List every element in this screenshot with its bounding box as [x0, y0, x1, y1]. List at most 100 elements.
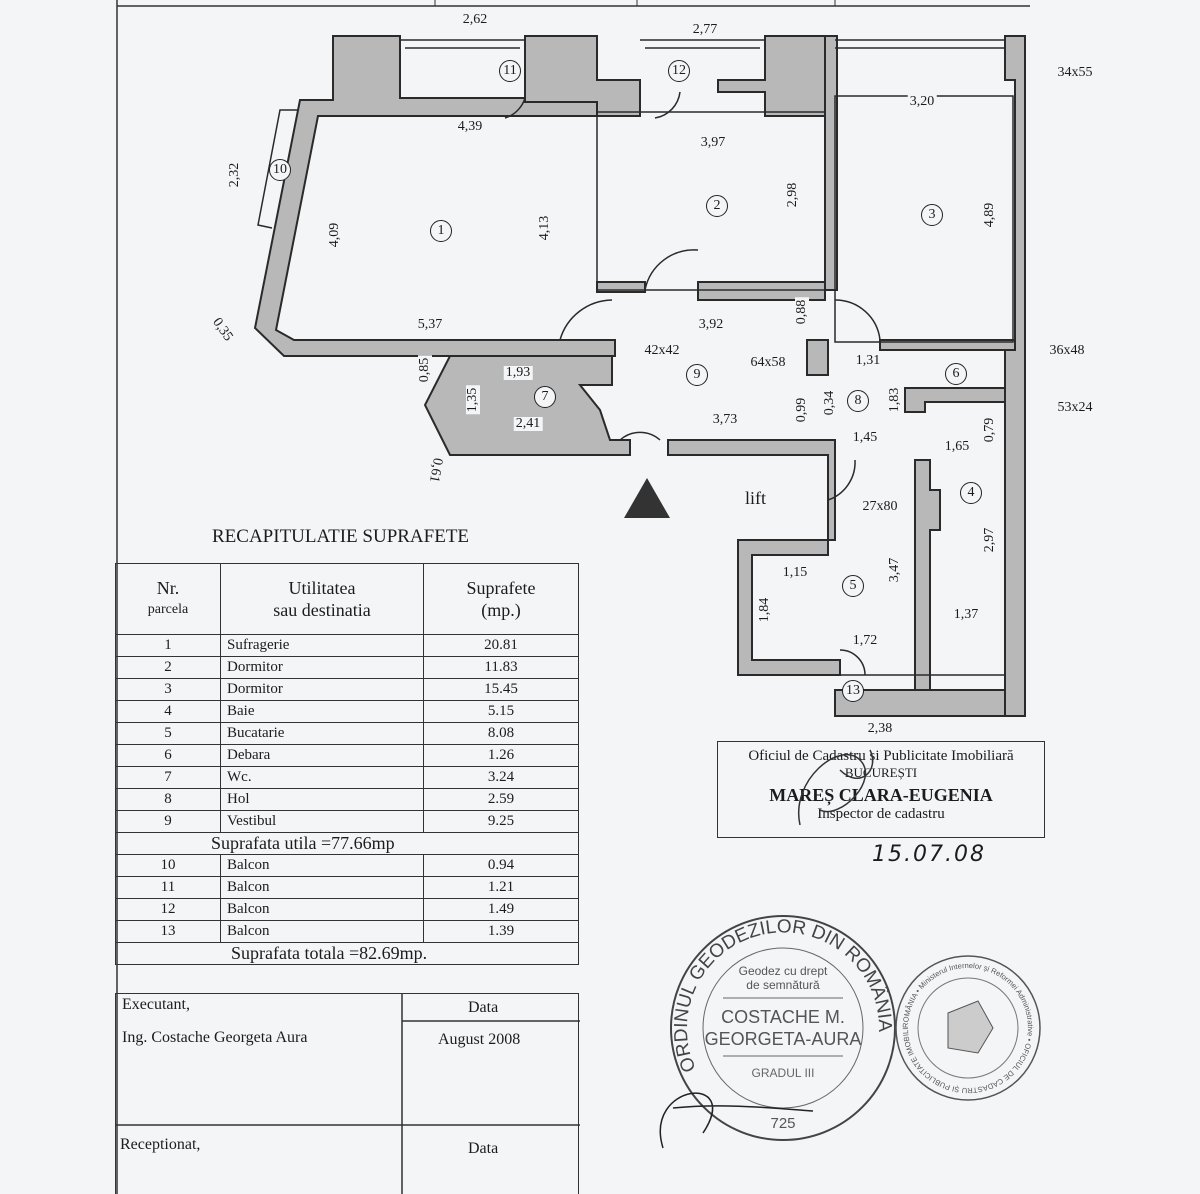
- stamp-inspector-name: MAREȘ CLARA-EUGENIA: [769, 785, 993, 805]
- dimension-label: 27x80: [860, 499, 900, 514]
- row-nr: 10: [115, 854, 221, 877]
- row-area: 1.49: [423, 898, 579, 921]
- dimension-label: 1,37: [951, 607, 981, 622]
- row-nr: 5: [115, 722, 221, 745]
- svg-text:ORDINUL GEODEZILOR DIN ROMÂNIA: ORDINUL GEODEZILOR DIN ROMÂNIA: [671, 916, 895, 1075]
- dimension-label: 1,35: [465, 385, 480, 415]
- dimension-label: 1,65: [942, 439, 972, 454]
- row-nr: 6: [115, 744, 221, 767]
- room-number-1: 1: [430, 220, 452, 242]
- room-number-6: 6: [945, 363, 967, 385]
- dimension-label: 2,62: [460, 12, 490, 27]
- row-nr: 2: [115, 656, 221, 679]
- wall-room1-outer: [253, 35, 616, 357]
- row-area: 9.25: [423, 810, 579, 833]
- dimension-label: 2,38: [865, 721, 895, 736]
- dimension-label: 3,92: [696, 317, 726, 332]
- row-nr: 3: [115, 678, 221, 701]
- room-number-11: 11: [499, 60, 521, 82]
- dimension-label: 0,79: [982, 415, 997, 445]
- header-util-sub: sau destinatia: [273, 600, 371, 620]
- row-name: Hol: [220, 788, 424, 811]
- room-number-9: 9: [686, 364, 708, 386]
- stamp-inspector-role: Inspector de cadastru: [817, 806, 945, 822]
- wall-bottom: [834, 689, 1006, 717]
- room-number-2: 2: [706, 195, 728, 217]
- room-number-3: 3: [921, 204, 943, 226]
- dimension-label: 2,77: [690, 22, 720, 37]
- wall-column-64x58: [806, 339, 829, 376]
- row-name: Balcon: [220, 898, 424, 921]
- dimension-label: 5,37: [415, 317, 445, 332]
- dimension-label: 2,41: [513, 416, 543, 431]
- dimension-label: 1,31: [853, 353, 883, 368]
- dimension-label: 4,89: [982, 200, 997, 230]
- dimension-label: 0,99: [794, 395, 809, 425]
- wall-debara: [904, 387, 1006, 413]
- dimension-label: 1,72: [850, 633, 880, 648]
- row-name: Balcon: [220, 854, 424, 877]
- wall-top-block-a: [524, 35, 641, 117]
- row-name: Sufragerie: [220, 634, 424, 657]
- geodez-name2: GEORGETA-AURA: [705, 1029, 862, 1049]
- inspector-stamp: Oficiul de Cadastru și Publicitate Imobi…: [717, 741, 1045, 838]
- row-area: 1.21: [423, 876, 579, 899]
- lift-label: lift: [745, 488, 766, 508]
- row-area: 20.81: [423, 634, 579, 657]
- geodez-ring-text: ORDINUL GEODEZILOR DIN ROMÂNIA: [671, 916, 895, 1075]
- dimension-label: 0,34: [822, 388, 837, 418]
- data-label-2: Data: [468, 1140, 499, 1157]
- header-supr-sub: (mp.): [481, 600, 521, 620]
- row-area: 1.39: [423, 920, 579, 943]
- row-nr: 8: [115, 788, 221, 811]
- row-name: Wc.: [220, 766, 424, 789]
- wall-wc: [423, 355, 631, 456]
- row-name: Balcon: [220, 876, 424, 899]
- executant-date: August 2008: [438, 1031, 521, 1048]
- header-nr-sub: parcela: [147, 602, 189, 617]
- dimension-label: 1,93: [503, 365, 533, 380]
- dimension-label: 1,83: [887, 385, 902, 415]
- wall-right-outer: [1004, 35, 1026, 717]
- useful-area-total: Suprafata utila =77.66mp: [115, 832, 579, 855]
- dimension-label: 4,39: [455, 119, 485, 134]
- dimension-label: 1,45: [850, 430, 880, 445]
- row-area: 5.15: [423, 700, 579, 723]
- room-number-4: 4: [960, 482, 982, 504]
- table-title: RECAPITULATIE SUPRAFETE: [212, 526, 470, 547]
- row-area: 8.08: [423, 722, 579, 745]
- row-nr: 12: [115, 898, 221, 921]
- dimension-label: 53x24: [1055, 400, 1095, 415]
- dimension-label: 0,85: [417, 355, 432, 385]
- geodez-number: 725: [770, 1115, 795, 1132]
- dimension-label: 3,73: [710, 412, 740, 427]
- room-number-7: 7: [534, 386, 556, 408]
- executant-label: Executant,: [122, 996, 190, 1013]
- row-name: Dormitor: [220, 656, 424, 679]
- stamp-office: Oficiul de Cadastru și Publicitate Imobi…: [748, 748, 1014, 764]
- wall-room2-bottom-b: [697, 281, 826, 301]
- wall-kitchen: [737, 539, 841, 676]
- executant-signature: [659, 1092, 814, 1149]
- geodez-round-stamp: ORDINUL GEODEZILOR DIN ROMÂNIA Geodez cu…: [659, 915, 896, 1149]
- row-name: Dormitor: [220, 678, 424, 701]
- receptionat-label: Receptionat,: [120, 1136, 201, 1153]
- row-nr: 1: [115, 634, 221, 657]
- row-area: 1.26: [423, 744, 579, 767]
- data-label: Data: [468, 999, 499, 1016]
- geodez-line1: Geodez cu drept: [739, 964, 828, 978]
- geodez-line2: de semnătură: [746, 978, 820, 992]
- dimension-label: 64x58: [748, 355, 788, 370]
